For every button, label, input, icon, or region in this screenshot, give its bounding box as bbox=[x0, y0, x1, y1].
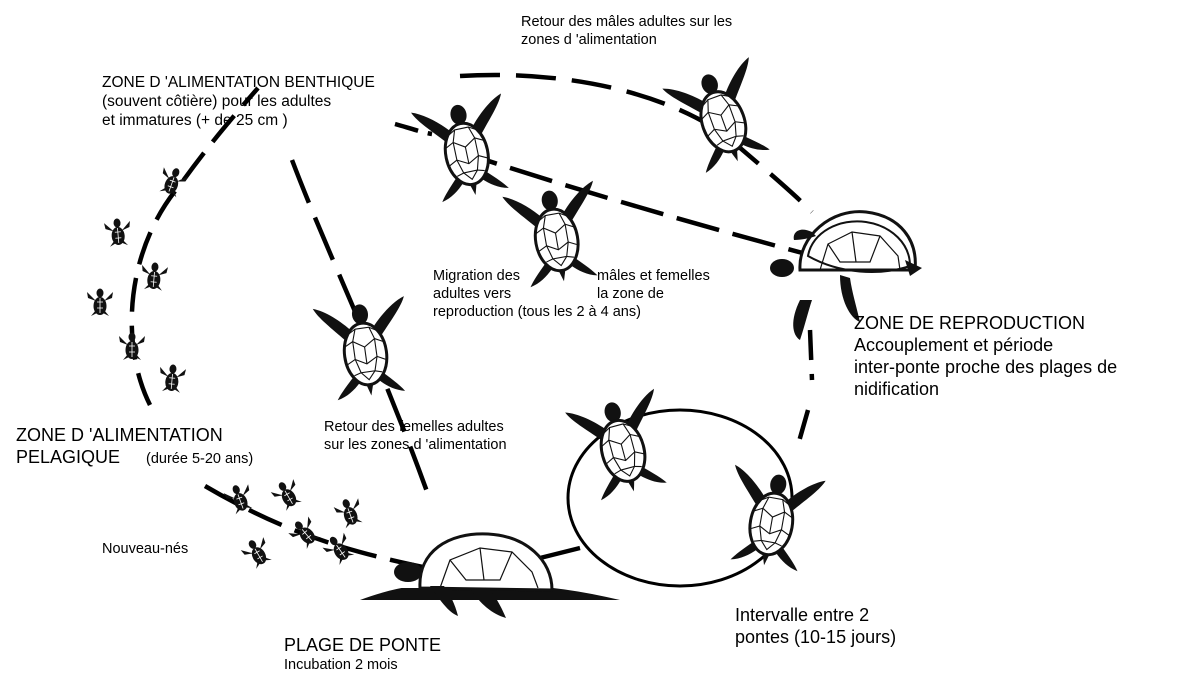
reproduction-drop-line bbox=[796, 330, 812, 452]
sea-turtle-icon bbox=[662, 57, 781, 177]
pelagic-zone-duration: (durée 5-20 ans) bbox=[146, 450, 253, 468]
nesting-beach-incubation: Incubation 2 mois bbox=[284, 656, 398, 674]
beach-to-loop-line bbox=[540, 548, 580, 558]
hatchling-turtle-icon bbox=[158, 363, 186, 393]
male-return-label: Retour des mâles adultes sur les zones d… bbox=[521, 13, 732, 49]
hatchling-turtle-icon bbox=[104, 217, 132, 247]
hatchling-turtle-icon bbox=[286, 514, 324, 552]
nesting-beach-title: PLAGE DE PONTE bbox=[284, 634, 441, 656]
hatchling-turtle-icon bbox=[140, 261, 168, 291]
migration-label-right: mâles et femelles la zone de bbox=[597, 267, 710, 303]
hatchling-turtle-icon bbox=[239, 534, 275, 571]
reproduction-zone-title: ZONE DE REPRODUCTION bbox=[854, 312, 1085, 334]
sea-turtle-icon bbox=[313, 296, 417, 402]
sea-turtle-icon bbox=[565, 389, 678, 504]
hatchling-turtle-icon bbox=[87, 289, 113, 317]
reproduction-zone-description: Accouplement et période inter-ponte proc… bbox=[854, 334, 1117, 400]
female-return-label: Retour des femelles adultes sur les zone… bbox=[324, 418, 507, 454]
benthic-zone-label: ZONE D 'ALIMENTATION BENTHIQUE (souvent … bbox=[102, 73, 375, 130]
hatchling-turtle-icon bbox=[119, 333, 145, 361]
sea-turtle-icon bbox=[411, 93, 521, 204]
nesting-turtle-icon bbox=[360, 534, 620, 618]
hatchling-turtle-icon bbox=[332, 495, 366, 530]
inter-nesting-interval-label: Intervalle entre 2 pontes (10-15 jours) bbox=[735, 604, 896, 648]
hatchlings-label: Nouveau-nés bbox=[102, 540, 188, 558]
sea-turtle-icon bbox=[719, 465, 826, 574]
pelagic-arc-line bbox=[132, 88, 258, 405]
hatchling-turtle-icon bbox=[269, 476, 305, 513]
